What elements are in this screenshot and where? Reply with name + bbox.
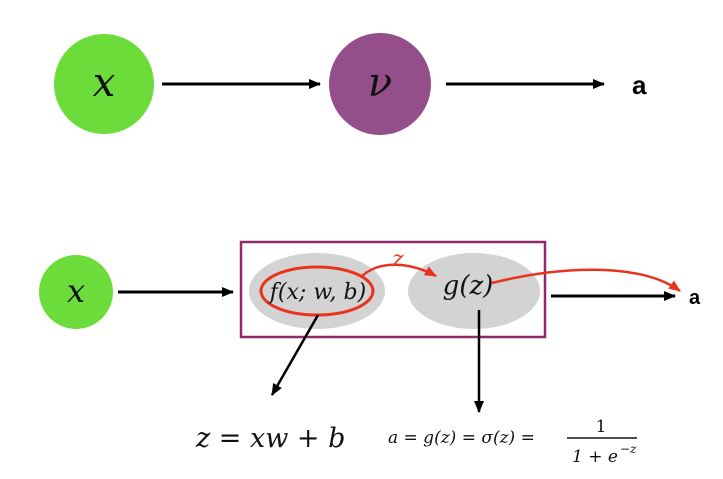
z-label: z [391, 247, 404, 272]
activation-formula-denominator: 1 + e [572, 447, 618, 467]
bottom-output-label: a [689, 287, 701, 309]
activation-function-label: g(z) [443, 271, 494, 301]
activation-formula-exponent: −z [620, 442, 637, 456]
activation-ellipse [408, 253, 540, 329]
linear-down-arrow [270, 314, 320, 396]
bottom-input-node [39, 255, 113, 329]
neuron-box [239, 240, 547, 339]
activation-formula-lhs: a = g(z) = σ(z) = [388, 428, 535, 448]
top-input-label: x [93, 60, 116, 106]
linear-function-label: f(x; w, b) [268, 280, 366, 305]
output-red-arrow [491, 268, 681, 293]
activation-formula-numerator: 1 [596, 417, 607, 437]
top-input-node [54, 34, 154, 134]
top-hidden-label: ν [368, 60, 392, 106]
top-hidden-node [329, 33, 431, 135]
bottom-input-label: x [67, 272, 85, 310]
z-arrow [361, 263, 437, 278]
top-output-label: a [632, 70, 647, 100]
linear-formula: z = xw + b [195, 423, 345, 454]
